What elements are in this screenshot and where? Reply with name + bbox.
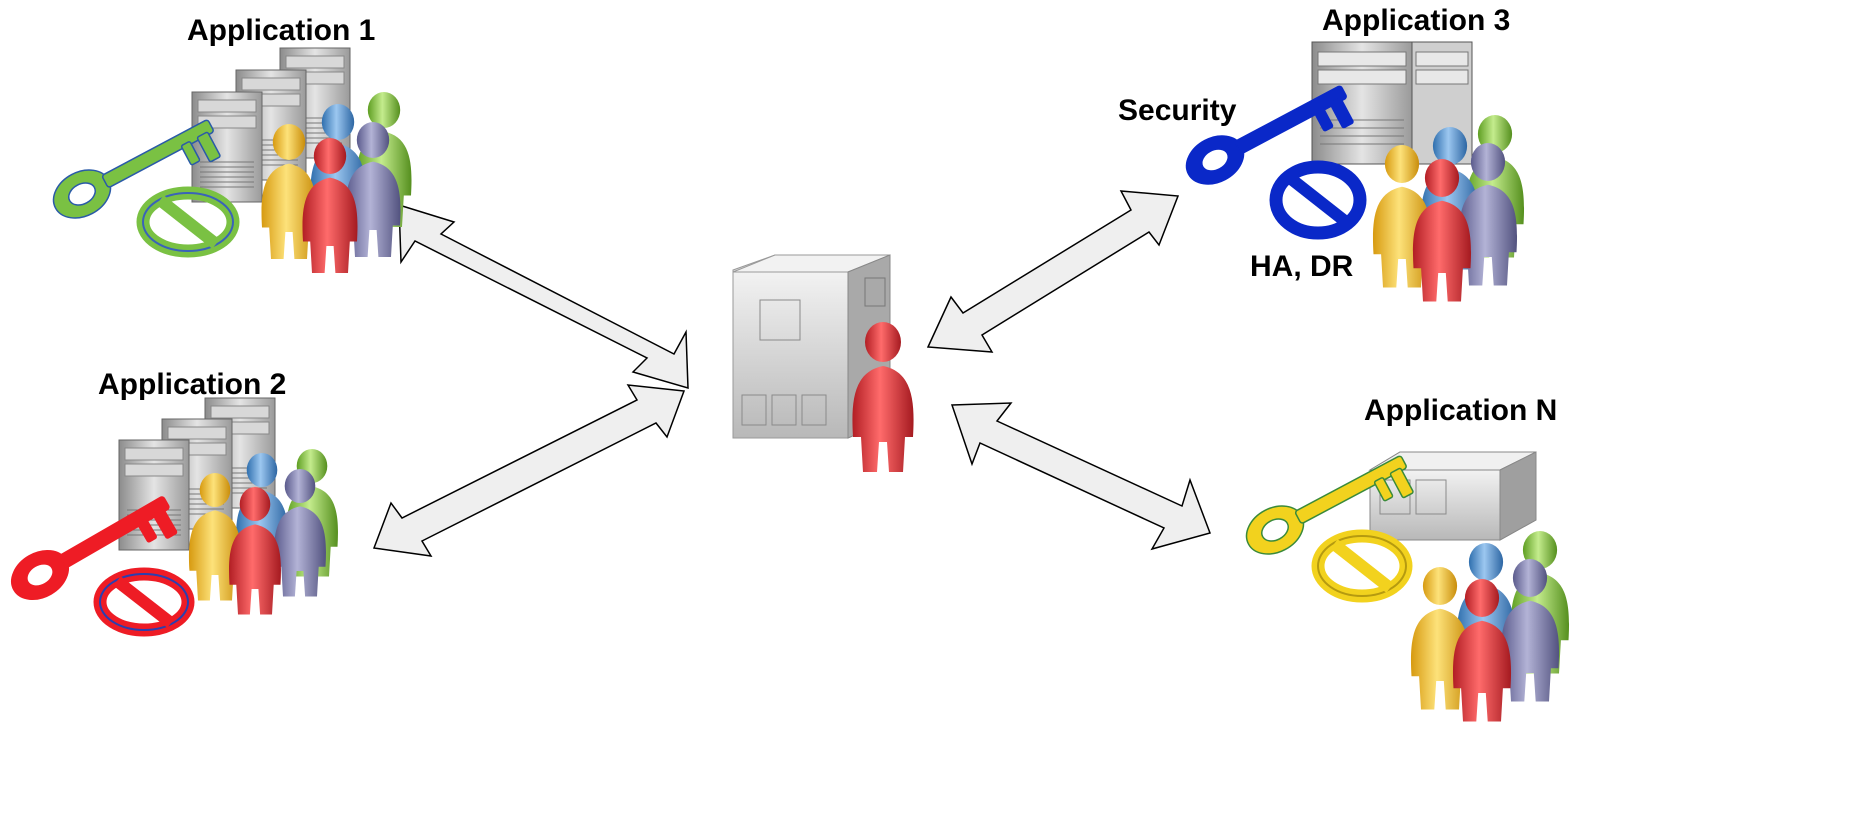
- arrow-central-appN: [950, 402, 1211, 551]
- appN-label: Application N: [1364, 394, 1558, 427]
- appN-blocked-icon: [1311, 529, 1413, 603]
- app2-node: [2, 397, 338, 637]
- app3-label: Application 3: [1322, 4, 1511, 37]
- security-label: Security: [1118, 94, 1237, 127]
- arrow-central-app2: [372, 384, 686, 557]
- central-server-node: [732, 254, 914, 472]
- app1-label: Application 1: [187, 14, 376, 47]
- app1-node: [44, 47, 412, 273]
- arrow-central-app1: [398, 203, 689, 390]
- ha-dr-label: HA, DR: [1250, 250, 1354, 283]
- app2-label: Application 2: [98, 368, 287, 401]
- app1-blocked-icon: [136, 186, 240, 258]
- app3-blocked-icon: [1269, 160, 1367, 240]
- app2-users-icon: [189, 449, 338, 615]
- appN-node: [1237, 441, 1570, 722]
- appN-server-icon: [1368, 451, 1537, 541]
- arrow-central-app3: [926, 190, 1180, 353]
- app2-blocked-icon: [93, 567, 195, 637]
- appN-users-icon: [1410, 531, 1570, 722]
- app3-node: [1177, 41, 1525, 302]
